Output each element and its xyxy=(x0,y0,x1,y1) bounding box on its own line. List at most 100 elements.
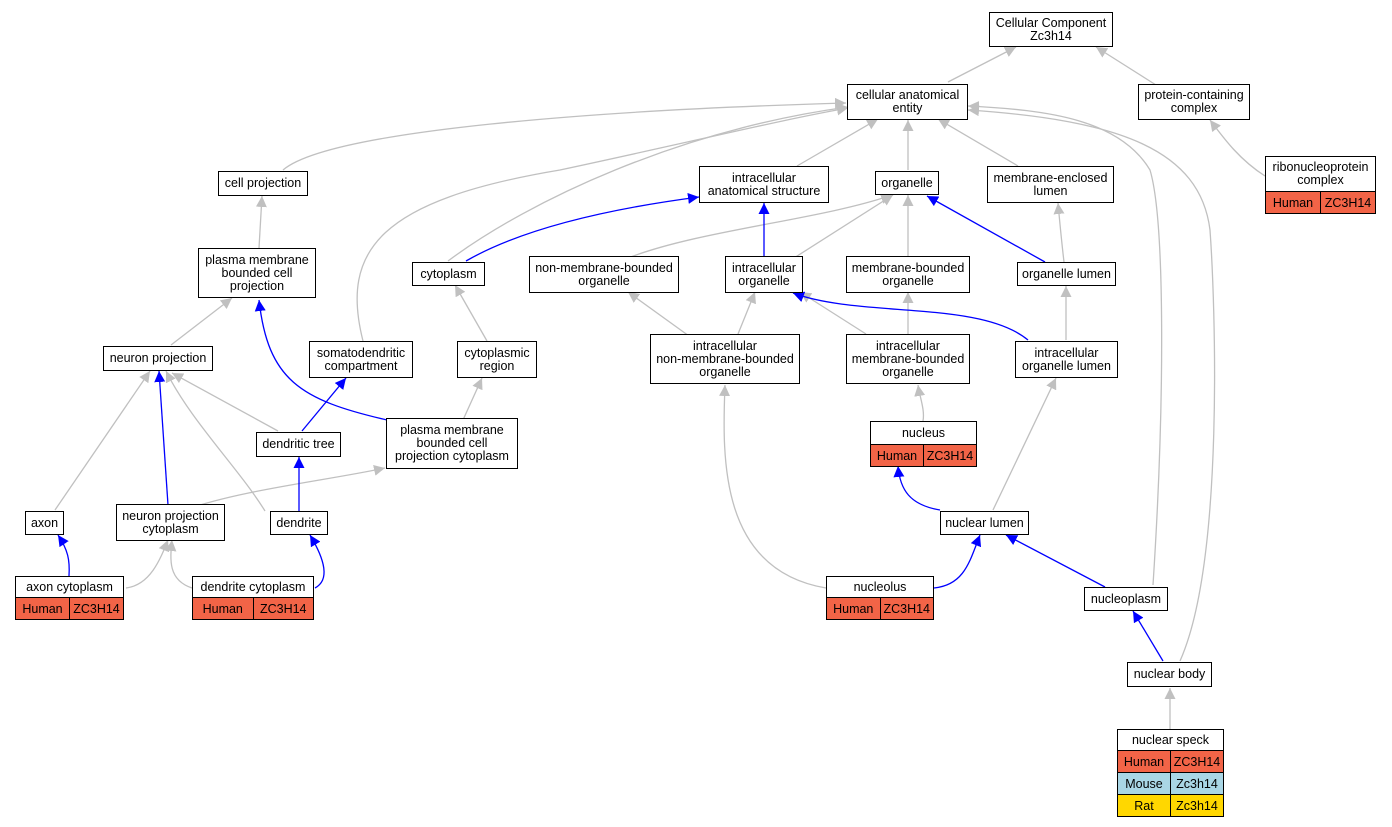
annotation-species: Human xyxy=(22,601,63,616)
node-label-line1: somatodendritic xyxy=(316,345,406,360)
annotation-gene: ZC3H14 xyxy=(69,598,123,619)
node-cytoplasm[interactable]: cytoplasm xyxy=(412,262,485,286)
node-label: nucleoplasm xyxy=(1090,591,1162,606)
node-label-line2: non-membrane-bounded xyxy=(656,351,794,366)
node-cell-projection[interactable]: cell projection xyxy=(218,171,308,196)
edge-io-to-organelle xyxy=(793,194,894,259)
node-label-line1: dendrite xyxy=(276,515,322,530)
node-label-line1: non-membrane-bounded xyxy=(535,260,673,275)
node-label-line2: region xyxy=(479,358,515,373)
edge-pcc-to-cc xyxy=(1095,46,1157,86)
node-label-line2: complex xyxy=(1297,173,1344,187)
edge-cr-to-cytoplasm xyxy=(454,284,488,342)
edge-np-to-pmbcp xyxy=(170,297,233,346)
node-nucleus[interactable]: nucleus xyxy=(870,421,977,445)
node-label: cytoplasm xyxy=(420,267,476,281)
node-label-line2: bounded cell xyxy=(221,265,293,280)
node-axon-cytoplasm[interactable]: axon cytoplasm xyxy=(15,576,124,598)
edge-nucleoplasm-to-cae xyxy=(967,101,1163,586)
node-label: axon cytoplasm xyxy=(26,580,113,594)
edge-ias-to-cae xyxy=(796,118,879,167)
annotation-gene: Zc3h14 xyxy=(1170,773,1223,794)
node-dendritic-tree[interactable]: dendritic tree xyxy=(256,432,341,457)
node-nuclear-body[interactable]: nuclear body xyxy=(1127,662,1212,687)
node-label: organelle xyxy=(881,176,932,190)
edge-nuclearbody-to-cae xyxy=(967,105,1216,662)
node-label-line1: plasma membrane xyxy=(205,252,309,267)
node-label-line2: Zc3h14 xyxy=(1030,28,1072,43)
node-label-line2: membrane-bounded xyxy=(851,351,965,366)
node-label-line3: organelle xyxy=(699,364,751,379)
node-nuclear-speck[interactable]: nuclear speck xyxy=(1117,729,1224,751)
node-label-line1: intracellular xyxy=(693,338,757,353)
node-label-line1: axon xyxy=(30,515,59,530)
node-label-line2: compartment xyxy=(324,358,398,373)
node-label-line3: projection xyxy=(229,278,285,293)
node-organelle-lumen[interactable]: organelle lumen xyxy=(1017,262,1116,286)
node-label-line1: nucleoplasm xyxy=(1090,591,1162,606)
edge-cytoplasm-to-cae xyxy=(447,103,849,262)
annotation-gene: Zc3h14 xyxy=(1170,795,1223,816)
node-nucleoplasm[interactable]: nucleoplasm xyxy=(1084,587,1168,611)
node-neuron-projection[interactable]: neuron projection xyxy=(103,346,213,371)
edge-somato-to-cae xyxy=(356,104,849,342)
node-dendrite-cytoplasm[interactable]: dendrite cytoplasm xyxy=(192,576,314,598)
node-label: neuron projection xyxy=(110,352,207,365)
node-dendrite[interactable]: dendrite xyxy=(270,511,328,535)
node-label: organelle lumen xyxy=(1022,266,1111,281)
edge-nmbo-to-organelle xyxy=(627,193,893,259)
node-label-line3: organelle xyxy=(882,364,934,379)
edge-mel-to-cae xyxy=(937,118,1019,167)
node-label-line1: ribonucleoprotein xyxy=(1272,160,1369,174)
node-nucleolus[interactable]: nucleolus xyxy=(826,576,934,598)
annotation-row: Human ZC3H14 xyxy=(15,598,124,620)
node-label-line1: organelle lumen xyxy=(1022,266,1111,281)
node-organelle[interactable]: organelle xyxy=(875,171,939,195)
edge-ol-to-organelle xyxy=(926,195,1046,263)
edge-npc-to-np xyxy=(154,370,169,506)
node-label: dendritic tree xyxy=(262,438,334,451)
node-label-line1: intracellular xyxy=(876,338,940,353)
annotation-species: Human xyxy=(202,601,243,616)
annotation-gene: ZC3H14 xyxy=(1320,192,1375,213)
node-label: nucleolus xyxy=(854,580,907,594)
node-label-line1: neuron projection xyxy=(122,508,219,523)
node-nuclear-lumen[interactable]: nuclear lumen xyxy=(940,511,1029,535)
edge-cellproj-to-cae xyxy=(282,97,847,171)
edge-nucleus-to-imbo xyxy=(914,384,926,422)
node-label-line1: cell projection xyxy=(224,176,302,190)
node-label: axon xyxy=(30,515,59,530)
node-label: dendrite cytoplasm xyxy=(201,580,306,594)
node-label-line1: cytoplasmic xyxy=(464,345,530,360)
annotation-gene: ZC3H14 xyxy=(879,598,934,619)
node-label: nuclear speck xyxy=(1132,733,1209,747)
edge-axon-to-np xyxy=(54,370,151,511)
edge-pmbcpc-to-pmbcp xyxy=(254,299,388,421)
node-axon[interactable]: axon xyxy=(25,511,64,535)
